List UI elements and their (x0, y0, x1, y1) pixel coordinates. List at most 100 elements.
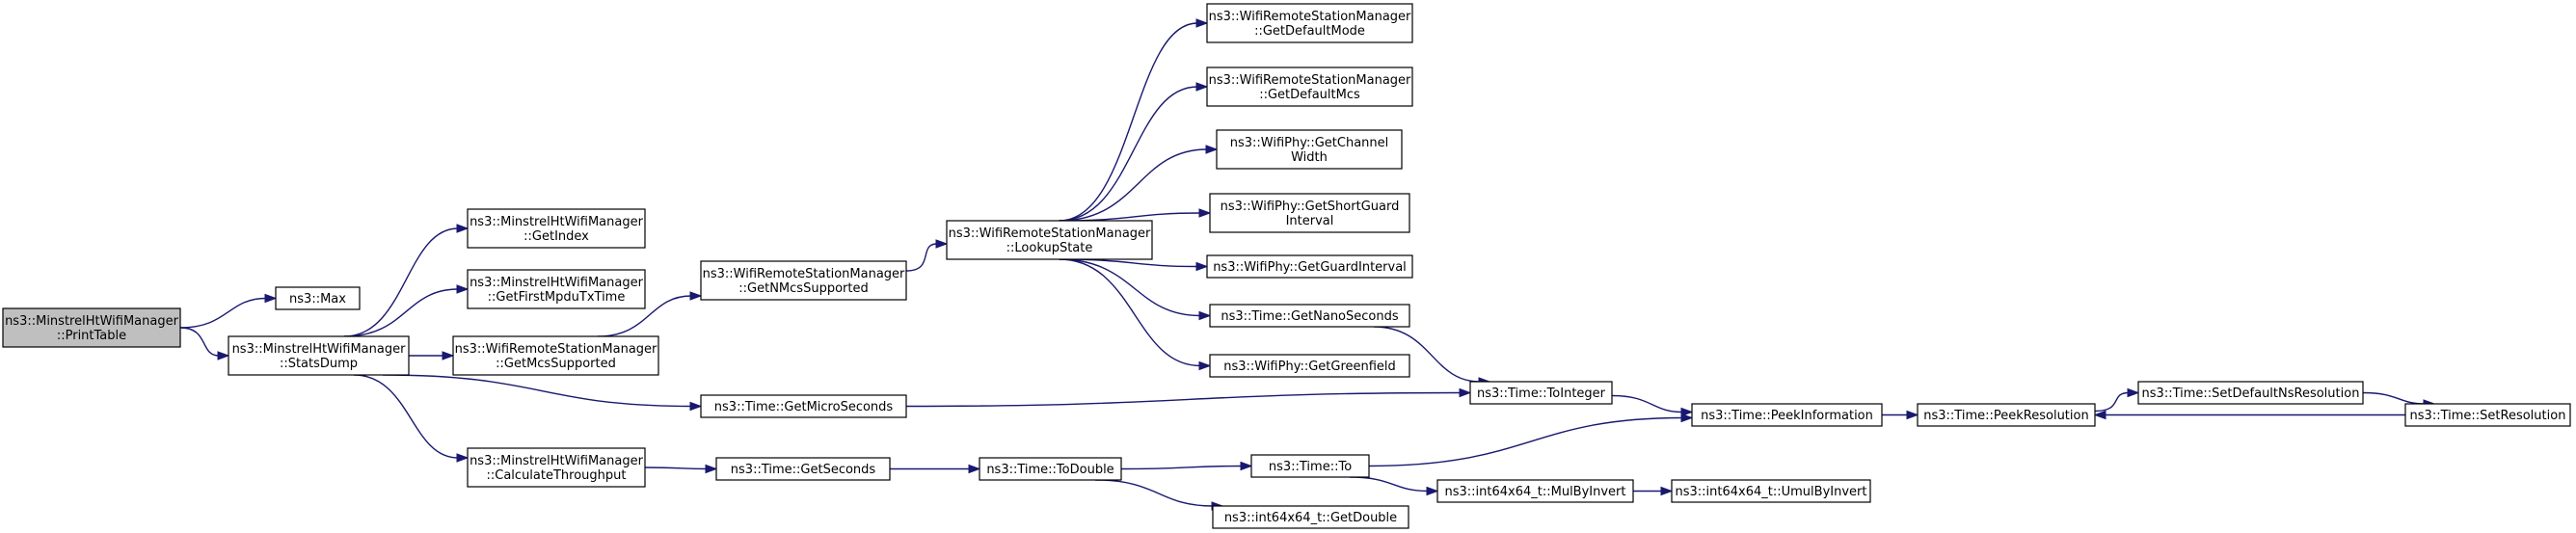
node-getseconds[interactable]: ns3::Time::GetSeconds (715, 457, 891, 481)
node-box (275, 286, 361, 310)
arrowhead-icon (1195, 18, 1209, 28)
edge-todouble-to-to (1120, 461, 1253, 471)
node-tointeger[interactable]: ns3::Time::ToInteger (1469, 381, 1613, 405)
node-box (228, 335, 410, 376)
node-mulbyinvert[interactable]: ns3::int64x64_t::MulByInvert (1436, 479, 1634, 503)
edge-line (1059, 148, 1208, 222)
node-to[interactable]: ns3::Time::To (1250, 454, 1370, 478)
node-getmcssupported[interactable]: ns3::WifiRemoteStationManager::GetMcsSup… (452, 335, 659, 376)
edge-getmcssupported-to-getnmcs (597, 291, 703, 337)
arrowhead-icon (1426, 486, 1439, 496)
node-todouble[interactable]: ns3::Time::ToDouble (979, 457, 1122, 481)
node-label: ns3::Time::GetSeconds (731, 463, 876, 477)
node-box (946, 220, 1153, 260)
node-label: ns3::WifiPhy::GetGuardInterval (1213, 260, 1407, 275)
arrowhead-icon (2093, 410, 2106, 420)
node-getnanoseconds[interactable]: ns3::Time::GetNanoSeconds (1209, 304, 1410, 328)
node-getdouble[interactable]: ns3::int64x64_t::GetDouble (1212, 505, 1409, 529)
node-box (1206, 67, 1413, 107)
node-label: ::GetFirstMpduTxTime (488, 290, 626, 305)
node-lookupstate[interactable]: ns3::WifiRemoteStationManager::LookupSta… (946, 220, 1153, 260)
edge-line (905, 391, 1462, 408)
node-label: ns3::Time::ToInteger (1477, 386, 1606, 401)
node-label: Width (1291, 150, 1328, 165)
edge-line (2094, 391, 2130, 413)
node-getdefaultmcs[interactable]: ns3::WifiRemoteStationManager::GetDefaul… (1206, 67, 1413, 107)
edge-line (353, 374, 459, 459)
edge-statsdump-to-getindex (343, 224, 470, 337)
node-label: ns3::MinstrelHtWifiManager (470, 276, 644, 290)
node-label: ns3::WifiRemoteStationManager (703, 267, 905, 281)
arrowhead-icon (705, 464, 718, 474)
node-peekinformation[interactable]: ns3::Time::PeekInformation (1691, 403, 1883, 427)
node-getguardinterval[interactable]: ns3::WifiPhy::GetGuardInterval (1206, 254, 1413, 279)
node-label: ::GetDefaultMcs (1259, 88, 1360, 102)
node-calcthroughput[interactable]: ns3::MinstrelHtWifiManager::CalculateThr… (467, 447, 646, 488)
edge-line (2362, 391, 2426, 405)
node-label: ns3::WifiRemoteStationManager (949, 227, 1151, 241)
arrowhead-icon (1459, 387, 1472, 398)
node-getindex[interactable]: ns3::MinstrelHtWifiManager::GetIndex (467, 208, 646, 249)
arrowhead-icon (935, 239, 949, 249)
node-getdefaultmode[interactable]: ns3::WifiRemoteStationManager::GetDefaul… (1206, 3, 1413, 43)
node-getmicroseconds[interactable]: ns3::Time::GetMicroSeconds (700, 394, 907, 418)
node-box (1469, 381, 1613, 405)
node-box (452, 335, 659, 376)
edge-to-to-mulbyinvert (1349, 476, 1439, 496)
node-label: ns3::int64x64_t::UmulByInvert (1676, 485, 1867, 499)
edge-lookupstate-to-getchannelwidth (1059, 145, 1219, 222)
edge-mulbyinvert-to-umulbyinvert (1633, 486, 1674, 496)
node-setresolution[interactable]: ns3::Time::SetResolution (2404, 403, 2571, 427)
node-umulbyinvert[interactable]: ns3::int64x64_t::UmulByInvert (1671, 479, 1871, 503)
edge-statsdump-to-getfirstmpdu (343, 284, 470, 337)
edge-to-to-peekinformation (1368, 413, 1694, 467)
node-label: ns3::Time::To (1269, 460, 1352, 474)
arrowhead-icon (689, 291, 703, 301)
node-box (1917, 403, 2096, 427)
node-getnmcs[interactable]: ns3::WifiRemoteStationManager::GetNMcsSu… (700, 260, 907, 301)
edge-getmicroseconds-to-tointeger (905, 387, 1472, 408)
node-label: ::CalculateThroughput (487, 468, 627, 483)
edges-layer (179, 18, 2436, 511)
node-box (979, 457, 1122, 481)
node-peekresolution[interactable]: ns3::Time::PeekResolution (1917, 403, 2096, 427)
node-box (2, 307, 181, 348)
arrowhead-icon (1240, 461, 1253, 471)
node-box (700, 260, 907, 301)
node-box (1436, 479, 1634, 503)
node-label: ns3::int64x64_t::MulByInvert (1444, 485, 1625, 499)
nodes-layer: ns3::MinstrelHtWifiManager::PrintTablens… (2, 3, 2571, 529)
edge-line (343, 288, 459, 337)
edge-line (1059, 86, 1198, 222)
edge-peekresolution-to-setdefaultns (2094, 387, 2140, 413)
node-label: ns3::Time::ToDouble (986, 463, 1114, 477)
arrowhead-icon (1195, 261, 1209, 272)
node-box (1671, 479, 1871, 503)
edge-lookupstate-to-getdefaultmcs (1059, 82, 1209, 222)
node-setdefaultns[interactable]: ns3::Time::SetDefaultNsResolution (2137, 381, 2364, 405)
node-getfirstmpdu[interactable]: ns3::MinstrelHtWifiManager::GetFirstMpdu… (467, 269, 646, 309)
node-label: ns3::MinstrelHtWifiManager (5, 314, 179, 329)
node-box (700, 394, 907, 418)
node-printtable: ns3::MinstrelHtWifiManager::PrintTable (2, 307, 181, 348)
node-box (467, 269, 646, 309)
edge-peekinformation-to-peekresolution (1882, 410, 1919, 420)
arrowhead-icon (456, 453, 470, 463)
node-label: ns3::WifiRemoteStationManager (1209, 73, 1411, 88)
edge-line (179, 297, 267, 329)
node-label: ns3::Time::GetMicroSeconds (714, 400, 894, 414)
node-getgreenfield[interactable]: ns3::WifiPhy::GetGreenfield (1209, 354, 1410, 378)
edge-lookupstate-to-getdefaultmode (1059, 18, 1209, 222)
edge-line (1368, 416, 1683, 467)
node-label: ns3::int64x64_t::GetDouble (1224, 511, 1397, 525)
arrowhead-icon (264, 293, 278, 304)
node-label: ::PrintTable (57, 329, 126, 343)
node-max[interactable]: ns3::Max (275, 286, 361, 310)
arrowhead-icon (1660, 486, 1674, 496)
node-statsdump[interactable]: ns3::MinstrelHtWifiManager::StatsDump (228, 335, 410, 376)
node-label: ::GetMcsSupported (496, 357, 616, 371)
edge-statsdump-to-getmicroseconds (382, 374, 703, 412)
node-label: ns3::Max (289, 292, 346, 306)
